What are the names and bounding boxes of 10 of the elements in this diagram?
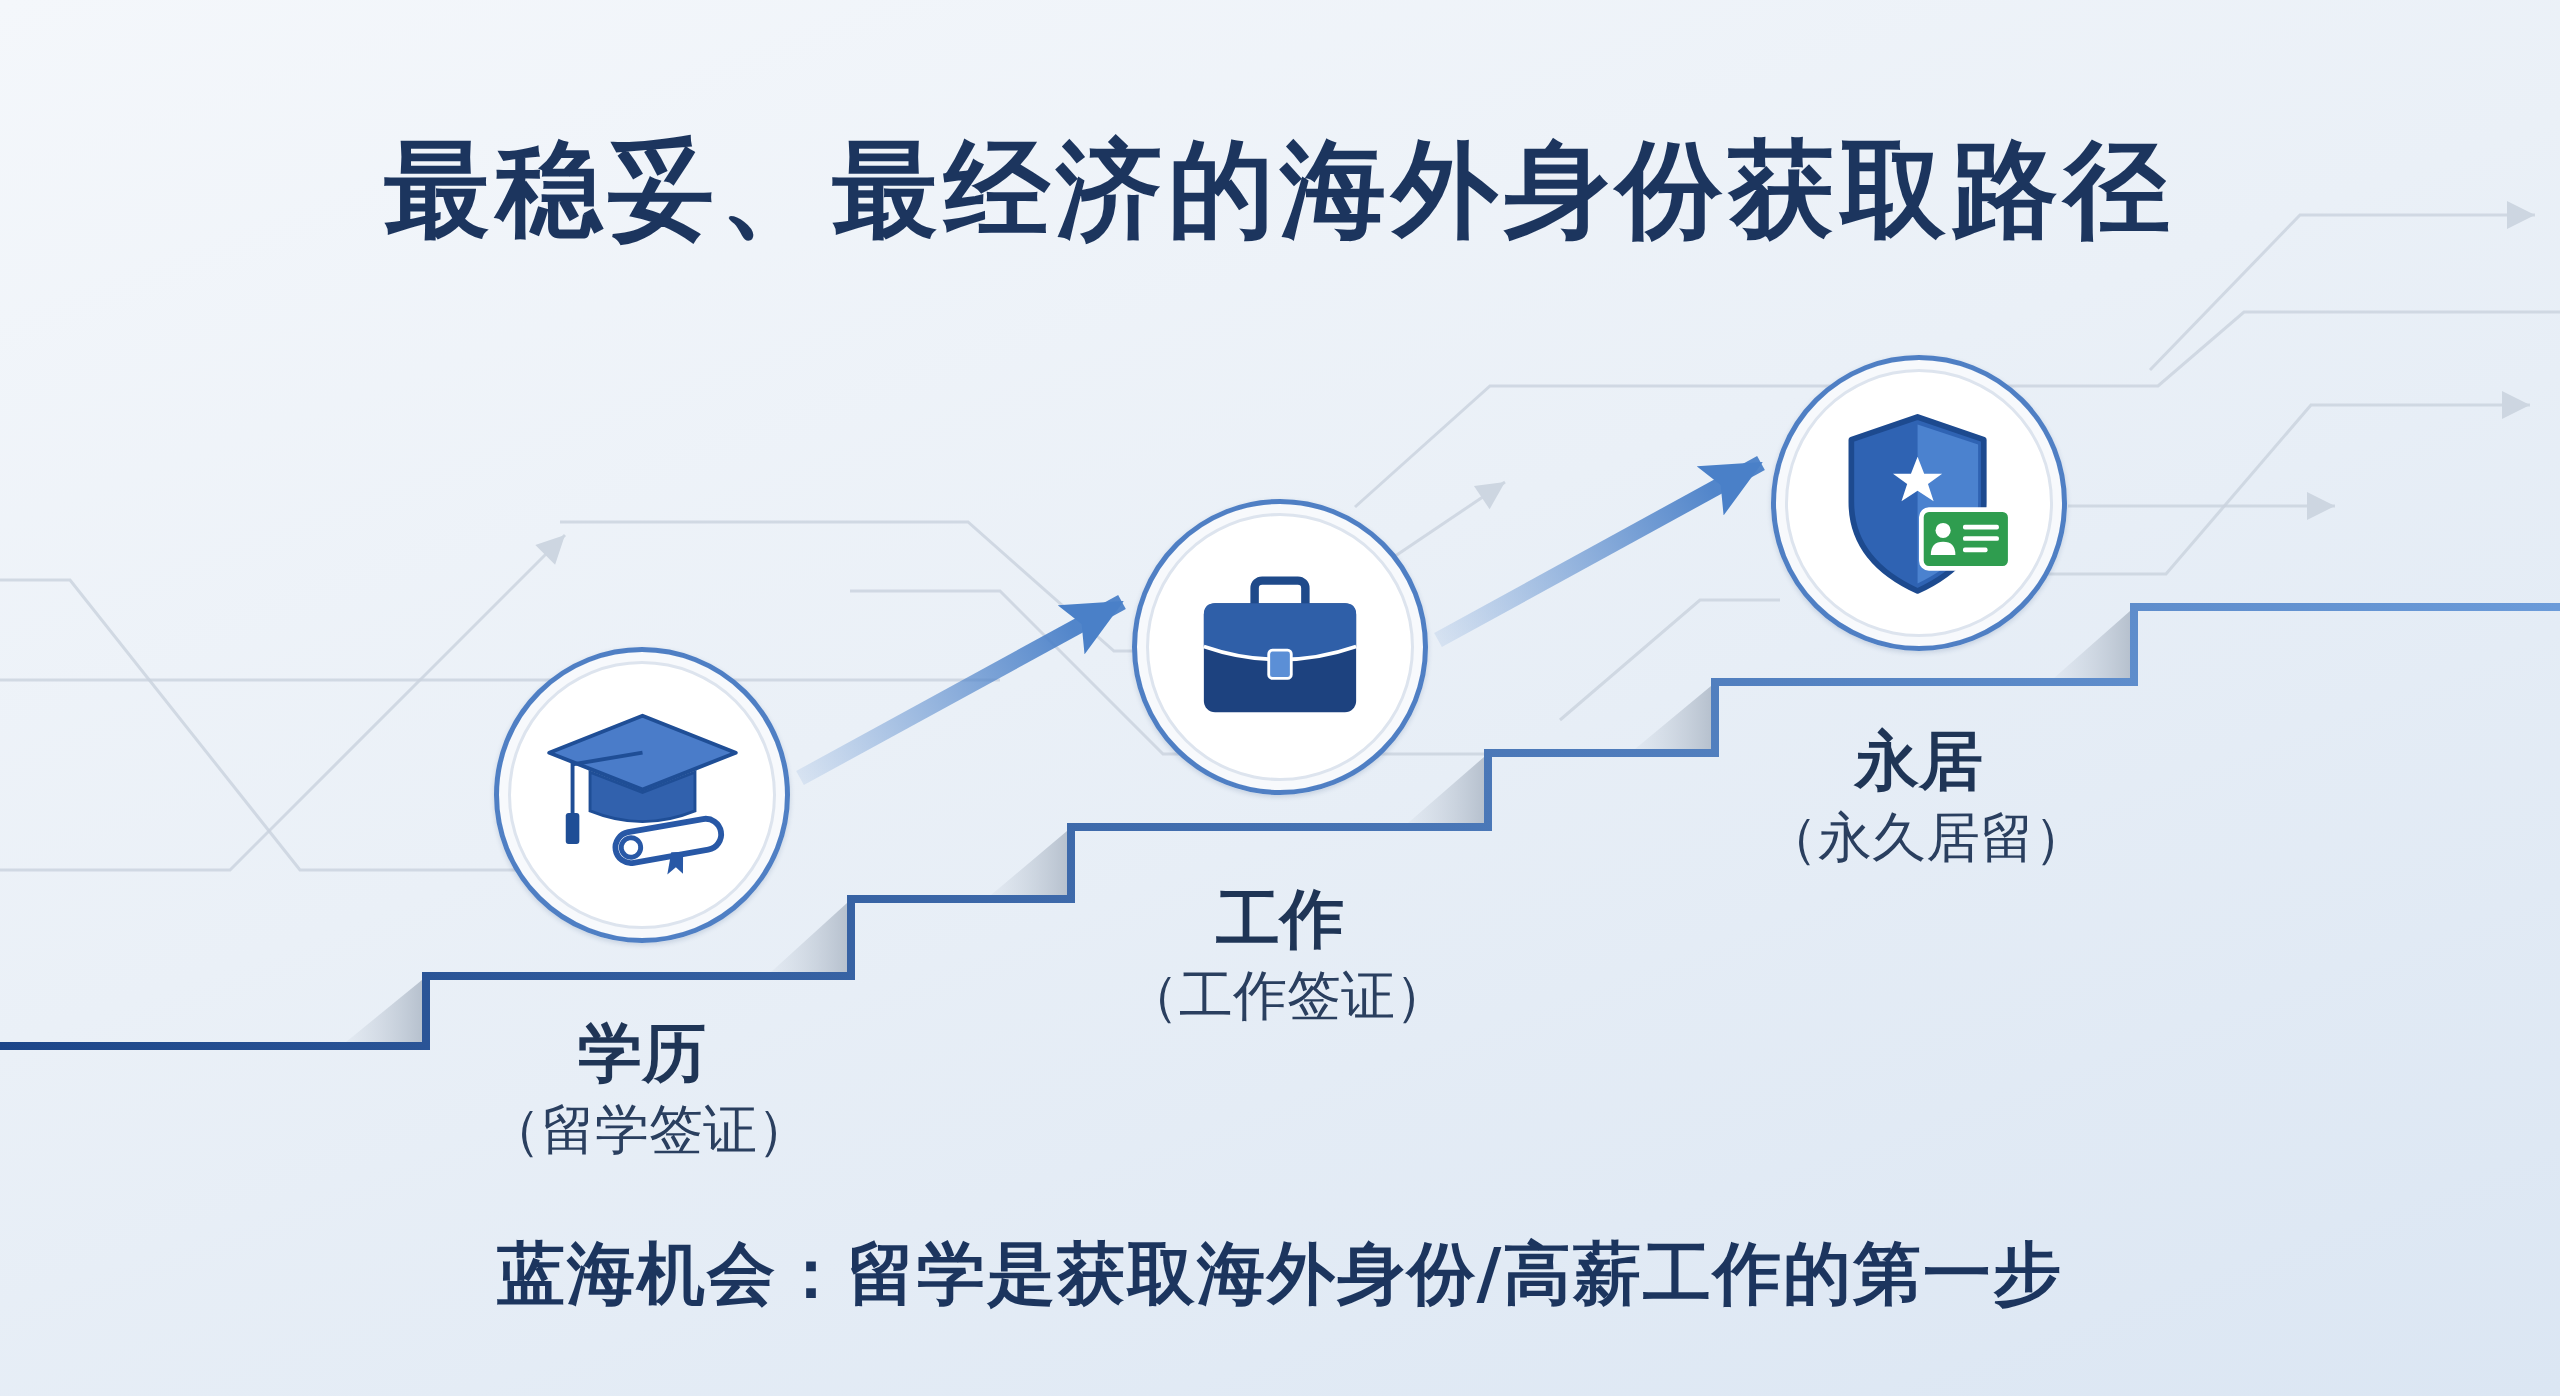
step-heading: 工作 — [1216, 881, 1344, 958]
step-subtitle: （工作签证） — [1125, 963, 1449, 1029]
step-heading: 永居 — [1855, 723, 1983, 800]
caption: 蓝海机会：留学是获取海外身份/高薪工作的第一步 — [496, 1233, 2064, 1315]
title: 最稳妥、最经济的海外身份获取路径 — [384, 127, 2176, 253]
arrow — [1434, 456, 1765, 647]
step-subtitle: （留学签证） — [487, 1097, 811, 1163]
step-subtitle: （永久居留） — [1764, 805, 2088, 871]
arrow — [796, 594, 1126, 786]
step-heading: 学历 — [578, 1015, 706, 1092]
